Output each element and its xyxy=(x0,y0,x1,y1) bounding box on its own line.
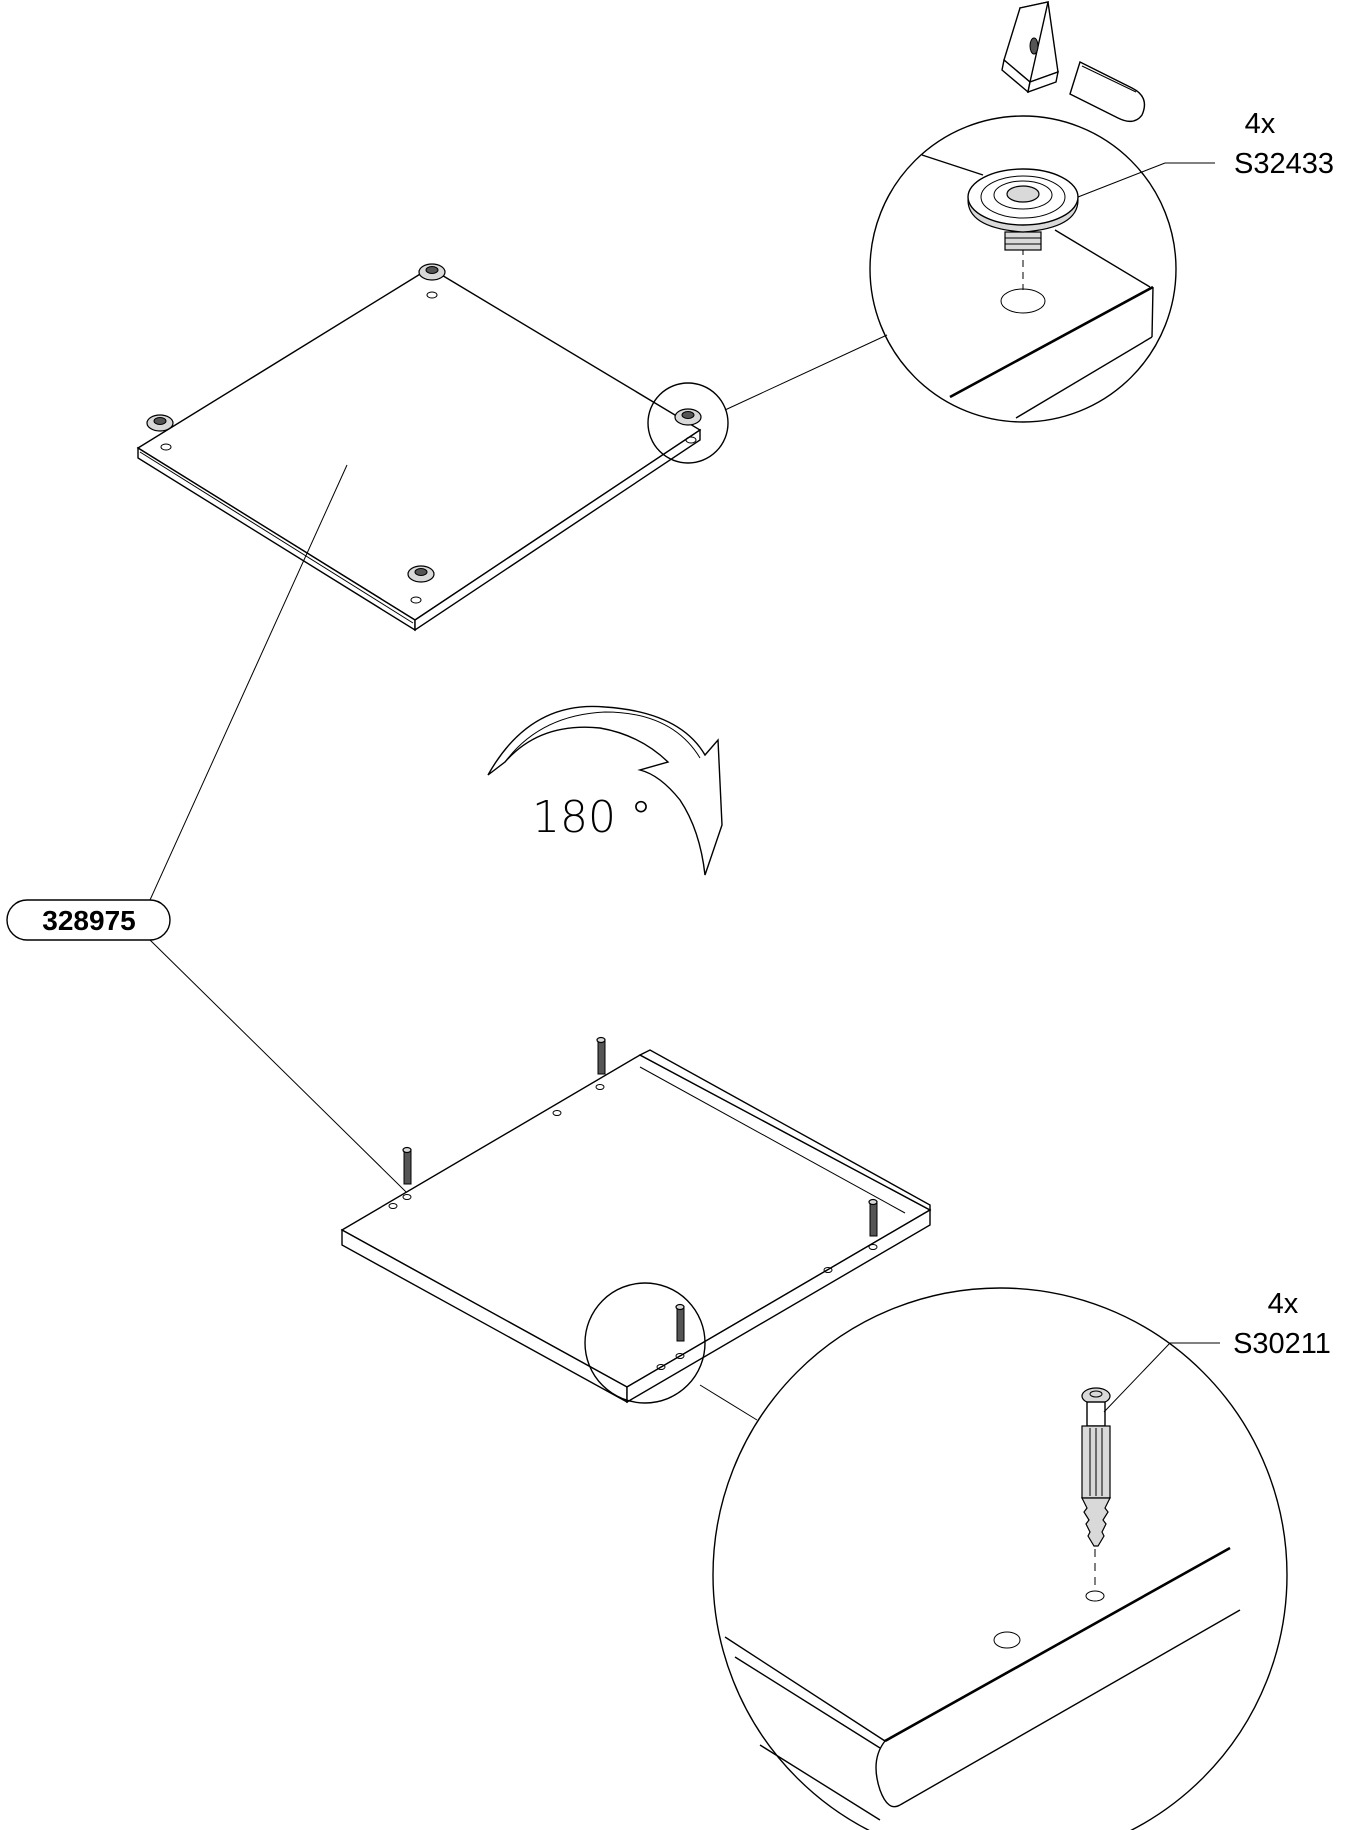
panel-foot xyxy=(418,263,446,299)
part-number-label: 328975 xyxy=(6,899,171,941)
dowels-part-code: S30211 xyxy=(1233,1328,1331,1360)
detail-marker-feet xyxy=(647,382,729,464)
panel-dowel xyxy=(675,1303,685,1342)
dowel-pin-icon xyxy=(1081,1387,1111,1547)
panel-dowel xyxy=(596,1036,606,1075)
dowels-detail-view xyxy=(712,1287,1288,1830)
rotate-arrow-icon xyxy=(487,705,723,876)
rotation-angle-label: 180 ° xyxy=(532,792,652,843)
foot-glide-icon xyxy=(967,168,1079,251)
panel-foot xyxy=(146,414,174,451)
panel-foot xyxy=(407,565,435,604)
top-panel xyxy=(136,267,702,632)
part-number: 328975 xyxy=(42,905,135,936)
feet-quantity: 4x xyxy=(1245,108,1276,140)
hammer-icon xyxy=(1001,1,1146,123)
panel-dowel xyxy=(868,1198,878,1237)
feet-detail-view xyxy=(869,115,1177,423)
panel-foot xyxy=(674,408,702,444)
feet-part-code: S32433 xyxy=(1234,148,1334,180)
panel-dowel xyxy=(402,1146,412,1185)
bottom-panel xyxy=(340,1049,932,1404)
dowels-quantity: 4x xyxy=(1268,1288,1299,1320)
detail-marker-dowels xyxy=(584,1282,706,1404)
